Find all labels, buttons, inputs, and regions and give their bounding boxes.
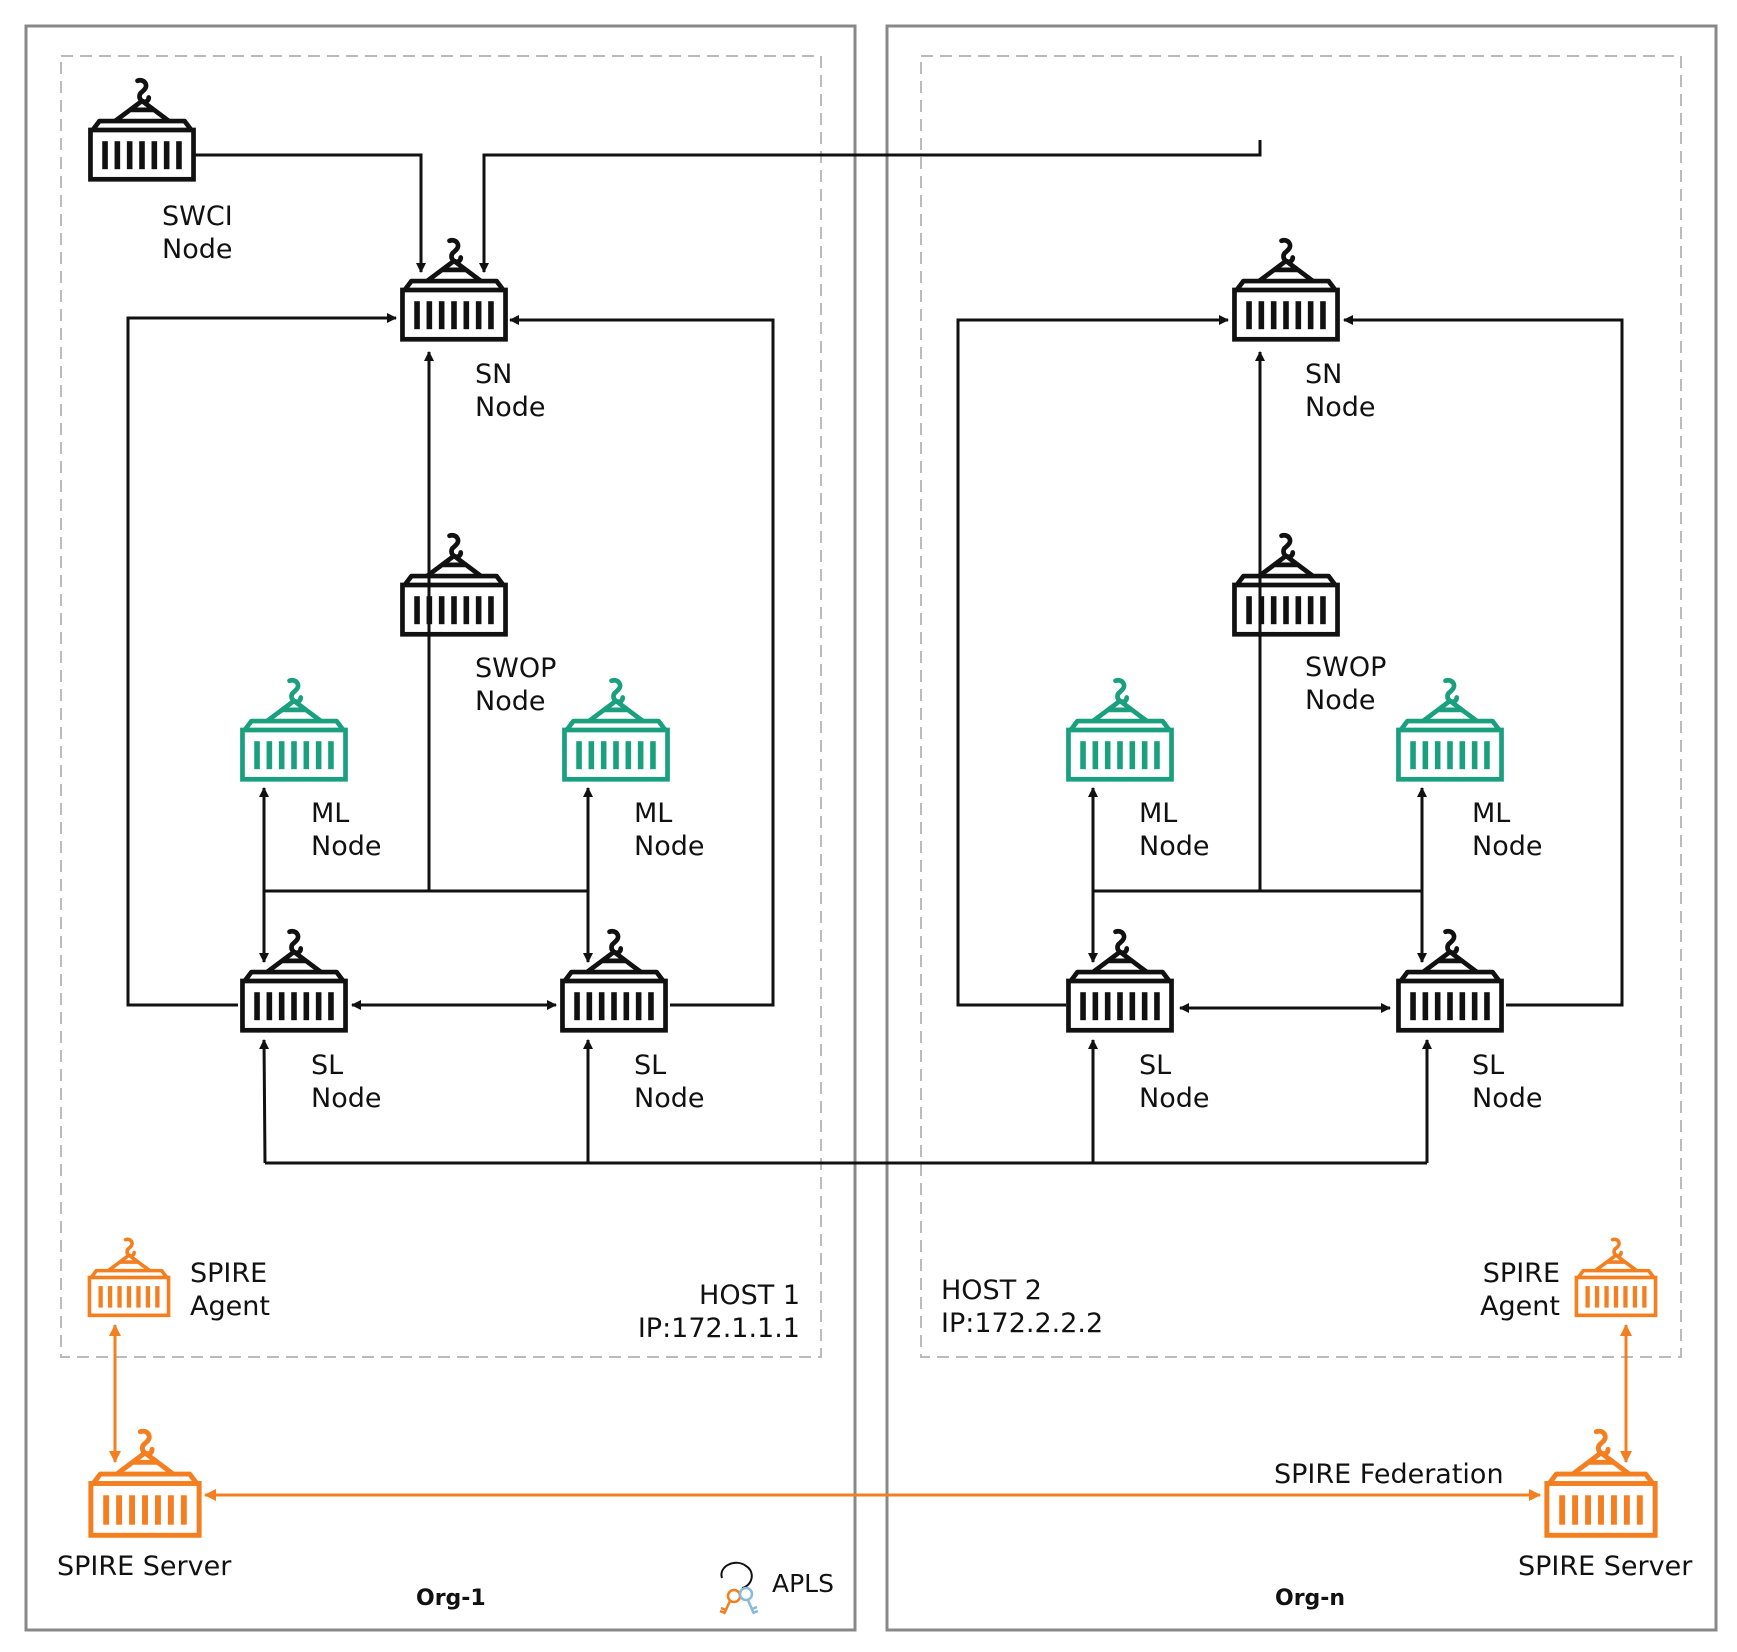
spire-server-label-1: SPIRE Server [57, 1551, 232, 1582]
spire-agent-container-icon-2 [1573, 1236, 1659, 1319]
spire-agent-container-icon-1 [86, 1236, 172, 1319]
swci-node-container-icon [86, 76, 198, 184]
apls-key-icon [719, 1561, 759, 1615]
sl-node-container-icon-2-left [1064, 927, 1176, 1035]
spire-server-label-2: SPIRE Server [1518, 1551, 1693, 1582]
org1-box [24, 24, 857, 1632]
sl1-right-to-sn1-connector [509, 315, 775, 1007]
org1-label: Org-1 [416, 1586, 486, 1611]
orgn-label: Org-n [1275, 1586, 1346, 1611]
ml-node-container-icon-2-left [1064, 676, 1176, 784]
spire-server-container-icon-2 [1542, 1427, 1660, 1540]
sl-node-container-icon-1-left [238, 927, 350, 1035]
host1-box [60, 55, 822, 1358]
swop-node-container-icon-2 [1230, 531, 1342, 639]
apls-label: APLS [772, 1569, 834, 1598]
sl-node-container-icon-2-right [1394, 927, 1506, 1035]
sn-node-container-icon-1 [398, 236, 510, 344]
sn2-to-sn1-connector [479, 140, 1262, 273]
spire-server-container-icon-1 [86, 1427, 204, 1540]
ml-node-container-icon-1-left [238, 676, 350, 784]
bus-to-sl1-left [259, 1039, 270, 1164]
orgn-box [885, 24, 1718, 1632]
spire-federation-label: SPIRE Federation [1274, 1459, 1504, 1490]
host2-box [920, 55, 1682, 1358]
ml-node-container-icon-1-right [560, 676, 672, 784]
ml-node-container-icon-2-right [1394, 676, 1506, 784]
sl2-right-to-sn2-connector [1343, 315, 1624, 1007]
sn-node-container-icon-2 [1230, 236, 1342, 344]
sl1-left-to-sn1-connector [126, 313, 397, 1007]
sl-node-container-icon-1-right [558, 927, 670, 1035]
swop-node-container-icon-1 [398, 531, 510, 639]
swci-to-sn1-connector [195, 153, 426, 273]
sl2-left-to-sn2-connector [956, 315, 1229, 1007]
